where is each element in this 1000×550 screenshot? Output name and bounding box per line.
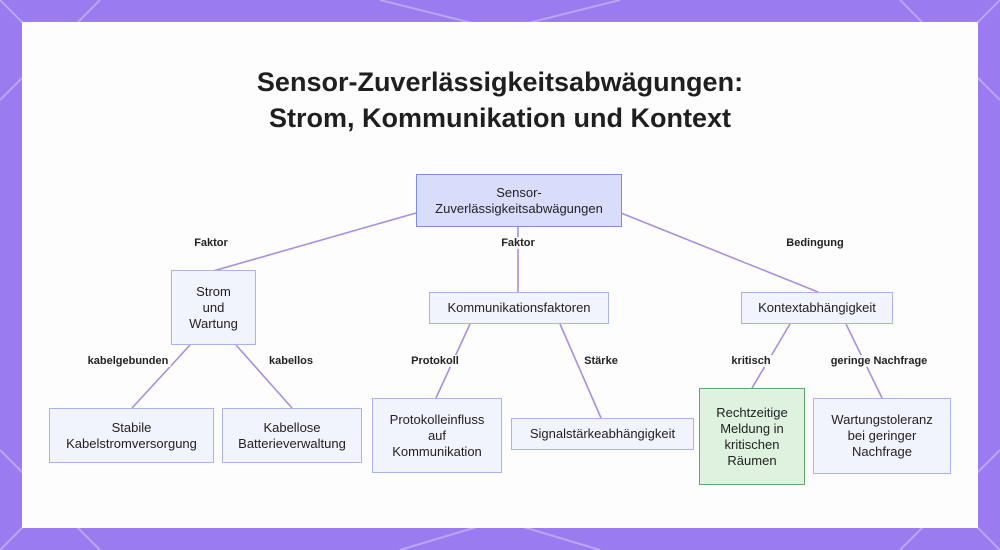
node-rechtzeitige-meldung: Rechtzeitige Meldung in kritischen Räume…: [699, 388, 805, 485]
node-wartungstoleranz: Wartungstoleranz bei geringer Nachfrage: [813, 398, 951, 474]
edge-label-kabelgebunden: kabelgebunden: [85, 355, 171, 367]
node-signalstaerkeabhaengigkeit: Signalstärkeabhängigkeit: [511, 418, 694, 450]
edge-root-kontext: [620, 212, 819, 293]
diagram-title: Sensor-Zuverlässigkeitsabwägungen: Strom…: [0, 64, 1000, 136]
node-protokoll-label: Protokolleinfluss auf Kommunikation: [389, 411, 485, 459]
node-strom-und-wartung: Strom und Wartung: [171, 270, 256, 345]
node-kommunikationsfaktoren: Kommunikationsfaktoren: [429, 292, 609, 324]
edge-label-staerke: Stärke: [582, 355, 620, 367]
node-root-label: Sensor- Zuverlässigkeitsabwägungen: [435, 184, 603, 216]
node-kontext-label: Kontextabhängigkeit: [758, 300, 876, 315]
edge-komm-signal: [559, 323, 602, 419]
edge-label-geringe-nachfrage: geringe Nachfrage: [828, 355, 930, 367]
edge-root-strom: [212, 212, 417, 272]
edge-label-bedingung: Bedingung: [784, 237, 846, 249]
title-line-1: Sensor-Zuverlässigkeitsabwägungen:: [256, 67, 744, 97]
node-rechtzeitig-label: Rechtzeitige Meldung in kritischen Räume…: [716, 404, 788, 468]
node-strom-label: Strom und Wartung: [189, 283, 238, 331]
node-root: Sensor- Zuverlässigkeitsabwägungen: [416, 174, 622, 227]
node-kabellose-batterieverwaltung: Kabellose Batterieverwaltung: [222, 408, 362, 463]
node-stabile-kabelstromversorgung: Stabile Kabelstromversorgung: [49, 408, 214, 463]
edge-label-faktor-center: Faktor: [499, 237, 537, 249]
edge-strom-kabellose: [235, 344, 293, 409]
title-line-2: Strom, Kommunikation und Kontext: [269, 103, 731, 133]
edge-label-faktor-left: Faktor: [192, 237, 230, 249]
node-wartung-label: Wartungstoleranz bei geringer Nachfrage: [831, 412, 933, 459]
edge-strom-stabile: [131, 344, 191, 409]
node-stabile-label: Stabile Kabelstromversorgung: [66, 419, 197, 451]
edge-label-kritisch: kritisch: [729, 355, 773, 367]
node-protokolleinfluss: Protokolleinfluss auf Kommunikation: [372, 398, 502, 473]
node-kontextabhaengigkeit: Kontextabhängigkeit: [741, 292, 893, 324]
edge-label-protokoll: Protokoll: [409, 355, 461, 367]
node-signal-label: Signalstärkeabhängigkeit: [529, 426, 676, 441]
node-kabellose-label: Kabellose Batterieverwaltung: [238, 419, 346, 451]
node-komm-label: Kommunikationsfaktoren: [447, 300, 591, 315]
edge-label-kabellos: kabellos: [266, 355, 316, 367]
